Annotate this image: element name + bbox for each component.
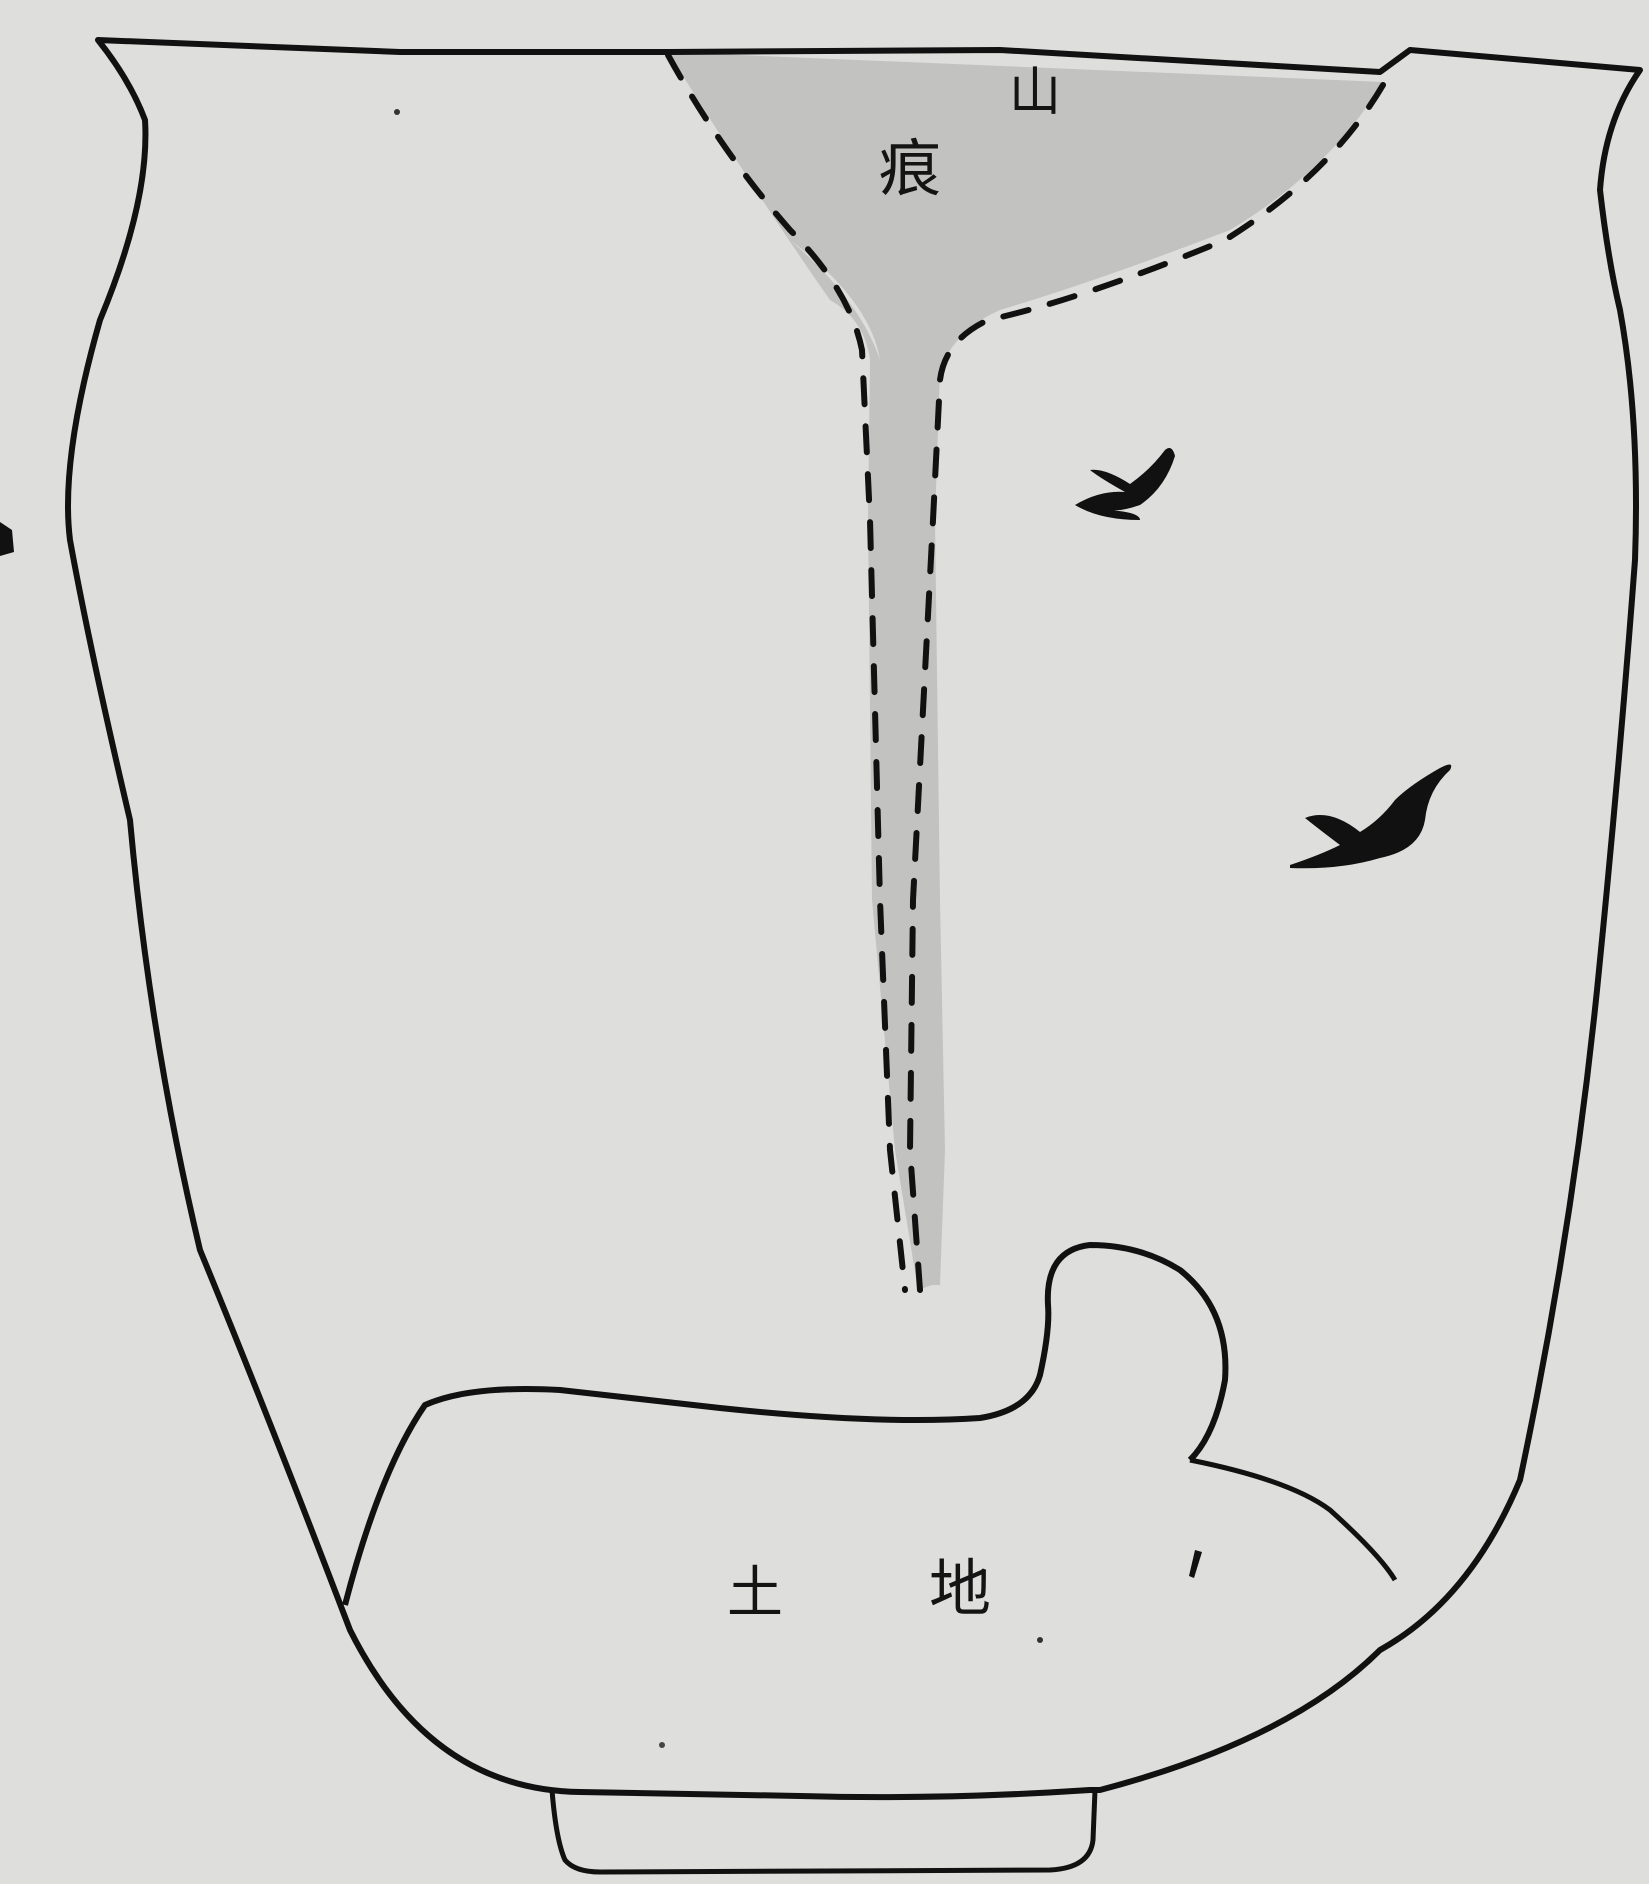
label-top-a: 山: [1009, 63, 1061, 123]
label-bottom-a: 土: [727, 1561, 783, 1626]
speck: [1037, 1637, 1043, 1643]
speck: [659, 1742, 665, 1748]
label-top-b: 痕: [879, 132, 941, 205]
label-bottom-b: 地: [929, 1552, 991, 1625]
speck: [394, 109, 400, 115]
